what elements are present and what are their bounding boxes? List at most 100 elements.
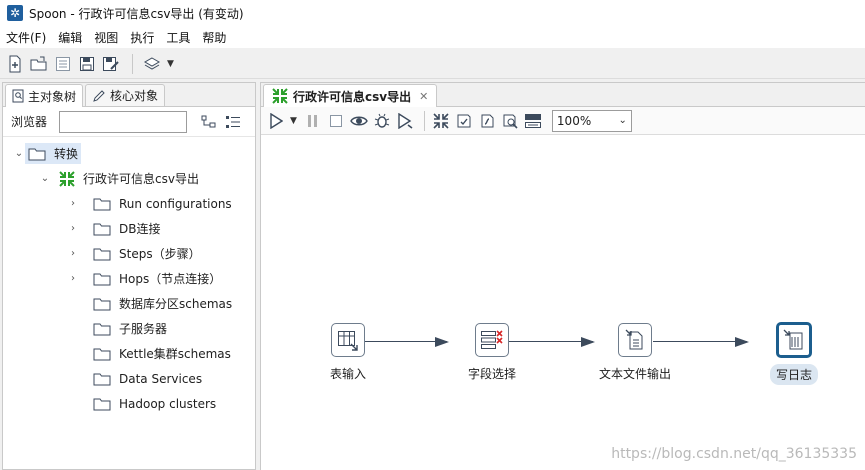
table-input-icon[interactable]	[331, 323, 365, 357]
explore-repository-icon[interactable]	[52, 53, 74, 75]
pencil-icon	[92, 89, 106, 103]
replay-icon[interactable]	[395, 110, 416, 132]
open-file-icon[interactable]	[28, 53, 50, 75]
left-tabbar: 主对象树 核心对象	[3, 83, 255, 107]
verify-icon[interactable]	[431, 110, 452, 132]
menu-file[interactable]: 文件(F)	[6, 30, 47, 45]
tree-node-hops[interactable]: › Hops（节点连接）	[3, 266, 255, 291]
tree-node-transformations[interactable]: ⌄ 转换	[3, 141, 255, 166]
tree-node-transformation[interactable]: ⌄ 行政许可信息csv导出	[3, 166, 255, 191]
tree-node-db-connections[interactable]: › DB连接	[3, 216, 255, 241]
transformation-icon	[272, 88, 288, 104]
tree-node-label: Run configurations	[119, 196, 232, 211]
tree-node-hadoop-clusters[interactable]: Hadoop clusters	[3, 391, 255, 416]
save-as-icon[interactable]	[100, 53, 122, 75]
chevron-right-icon[interactable]: ›	[71, 248, 75, 259]
tree-node-run-configurations[interactable]: › Run configurations	[3, 191, 255, 216]
step-label: 写日志	[769, 364, 818, 385]
explore-db-icon[interactable]	[500, 110, 521, 132]
title-bar: ✲ Spoon - 行政许可信息csv导出 (有变动)	[0, 0, 865, 26]
menu-bar: 文件(F) 编辑 视图 执行 工具 帮助	[0, 26, 865, 48]
chevron-down-icon[interactable]: ⌄	[14, 148, 24, 159]
tab-transformation[interactable]: 行政许可信息csv导出 ✕	[263, 84, 438, 107]
editor-toolbar: ▼ 100% ⌄	[261, 107, 865, 135]
toolbar-divider	[132, 53, 133, 74]
tree-node-label: Kettle集群schemas	[119, 347, 231, 361]
menu-view[interactable]: 视图	[94, 30, 119, 45]
folder-icon	[93, 272, 111, 286]
zoom-select[interactable]: 100% ⌄	[551, 109, 632, 132]
tree-node-slave-servers[interactable]: 子服务器	[3, 316, 255, 341]
close-tab-icon[interactable]: ✕	[419, 89, 429, 103]
folder-icon	[93, 247, 111, 261]
hop-arrow-icon	[581, 337, 595, 347]
new-file-icon[interactable]	[4, 53, 26, 75]
expand-all-icon[interactable]	[225, 115, 241, 129]
tree-node-label: 行政许可信息csv导出	[83, 172, 199, 186]
tree-node-partition-schemas[interactable]: 数据库分区schemas	[3, 291, 255, 316]
tab-label: 核心对象	[110, 89, 159, 103]
select-values-icon[interactable]	[475, 323, 509, 357]
folder-icon	[93, 322, 111, 336]
step-select-values[interactable]: 字段选择	[442, 323, 542, 384]
menu-edit[interactable]: 编辑	[58, 30, 83, 45]
tree-node-data-services[interactable]: Data Services	[3, 366, 255, 391]
results-pane-icon[interactable]	[523, 110, 544, 132]
watermark: https://blog.csdn.net/qq_36135335	[611, 446, 857, 462]
write-log-icon[interactable]	[776, 322, 812, 358]
tree-node-label: DB连接	[119, 222, 161, 236]
hop-line[interactable]	[509, 341, 593, 342]
chevron-right-icon[interactable]: ›	[71, 273, 75, 284]
tree-node-label: 数据库分区schemas	[119, 297, 233, 311]
browser-label: 浏览器	[11, 115, 48, 129]
chevron-down-icon[interactable]: ⌄	[40, 173, 50, 184]
tree-node-row: 转换	[25, 143, 82, 164]
folder-icon	[93, 347, 111, 361]
hop-line[interactable]	[365, 341, 447, 342]
step-table-input[interactable]: 表输入	[298, 323, 398, 384]
tree-node-kettle-cluster-schemas[interactable]: Kettle集群schemas	[3, 341, 255, 366]
toolbar-divider	[423, 110, 425, 131]
tree-node-steps[interactable]: › Steps（步骤）	[3, 241, 255, 266]
tab-label: 行政许可信息csv导出	[293, 89, 412, 104]
folder-icon	[93, 372, 111, 386]
tab-label: 主对象树	[28, 89, 77, 104]
folder-icon	[93, 222, 111, 236]
run-icon[interactable]	[265, 110, 286, 132]
hop-line[interactable]	[653, 341, 747, 342]
folder-icon	[28, 147, 46, 161]
browser-search-input[interactable]	[59, 110, 187, 133]
tab-main-object-tree[interactable]: 主对象树	[5, 84, 84, 107]
transformation-canvas[interactable]: 表输入 字段选择 文本文件输出 写日志	[261, 135, 865, 470]
object-tree: ⌄ 转换 ⌄ 行政许可信息csv导出 › Run configurations …	[3, 137, 255, 416]
collapse-all-icon[interactable]	[201, 115, 217, 129]
step-label: 字段选择	[467, 367, 516, 381]
stop-icon[interactable]	[326, 110, 347, 132]
browser-row: 浏览器	[3, 107, 255, 137]
text-file-output-icon[interactable]	[618, 323, 652, 357]
step-write-log[interactable]: 写日志	[744, 322, 844, 385]
debug-icon[interactable]	[372, 110, 393, 132]
hop-arrow-icon	[435, 337, 449, 347]
menu-help[interactable]: 帮助	[202, 30, 227, 45]
window-title: Spoon - 行政许可信息csv导出 (有变动)	[29, 6, 244, 21]
chevron-right-icon[interactable]: ›	[71, 198, 75, 209]
menu-tools[interactable]: 工具	[166, 30, 191, 45]
tab-core-objects[interactable]: 核心对象	[85, 84, 166, 106]
chevron-down-icon: ⌄	[618, 115, 627, 126]
impact-analysis-icon[interactable]	[454, 110, 475, 132]
pause-icon[interactable]	[303, 110, 324, 132]
left-panel: 主对象树 核心对象 浏览器 ⌄ 转换 ⌄	[2, 82, 256, 470]
step-text-file-output[interactable]: 文本文件输出	[585, 323, 685, 384]
run-options-dropdown-icon[interactable]: ▼	[290, 115, 297, 126]
step-label: 文本文件输出	[598, 367, 671, 381]
preview-icon[interactable]	[349, 110, 370, 132]
sql-icon[interactable]	[477, 110, 498, 132]
save-icon[interactable]	[76, 53, 98, 75]
menu-run[interactable]: 执行	[130, 30, 155, 45]
layers-icon[interactable]	[141, 53, 163, 75]
chevron-right-icon[interactable]: ›	[71, 223, 75, 234]
tree-node-label: Steps（步骤）	[119, 247, 201, 261]
perspective-dropdown-icon[interactable]: ▼	[167, 58, 174, 69]
zoom-value: 100%	[556, 113, 592, 128]
